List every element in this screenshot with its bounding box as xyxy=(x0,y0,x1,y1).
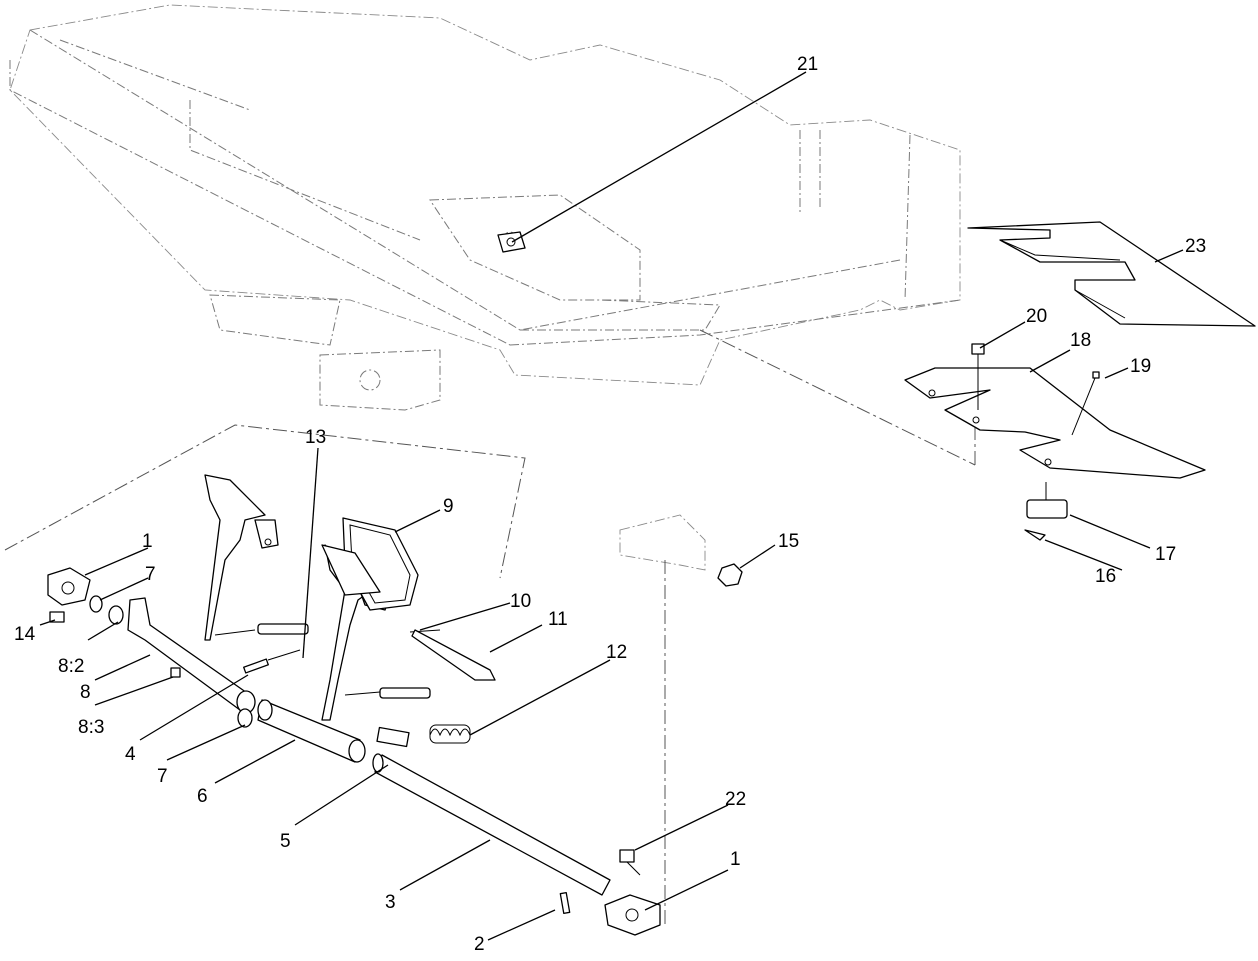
part-12-spring xyxy=(429,724,471,744)
callout-1-right: 1 xyxy=(730,849,741,870)
frame-ghost xyxy=(4,4,976,925)
part-7-washer-center xyxy=(237,708,253,728)
part-11-rod xyxy=(411,629,496,681)
part-21-clip-nut xyxy=(497,231,526,253)
part-2-pin xyxy=(559,891,571,915)
callout-13: 13 xyxy=(305,427,326,448)
part-9-pedal-pad xyxy=(321,517,419,611)
part-3-main-shaft xyxy=(372,753,611,896)
callout-7-center: 7 xyxy=(157,766,168,787)
callout-10: 10 xyxy=(510,591,531,612)
part-16-clip xyxy=(1024,529,1046,541)
part-20-bolt xyxy=(971,343,985,410)
callout-21: 21 xyxy=(797,54,818,75)
callout-8: 8 xyxy=(80,682,91,703)
callout-5: 5 xyxy=(280,831,291,852)
callout-6: 6 xyxy=(197,786,208,807)
callout-2: 2 xyxy=(474,934,485,955)
callout-12: 12 xyxy=(606,642,627,663)
callout-3: 3 xyxy=(385,892,396,913)
callout-9: 9 xyxy=(443,496,454,517)
part-7-washer-left xyxy=(89,595,124,625)
callout-11: 11 xyxy=(548,609,568,630)
part-13-rod xyxy=(214,623,431,699)
part-15-nut xyxy=(717,563,743,587)
part-18-shield xyxy=(904,367,1206,479)
part-19-screw xyxy=(1071,371,1100,436)
callout-20: 20 xyxy=(1026,306,1047,327)
leader-lines xyxy=(39,71,1184,941)
part-8-pedal-shaft xyxy=(127,597,256,714)
callout-16: 16 xyxy=(1095,566,1116,587)
part-5-link xyxy=(376,726,410,748)
callout-8-3: 8:3 xyxy=(78,717,104,738)
callout-23: 23 xyxy=(1185,236,1206,257)
part-8-3-set-screw xyxy=(170,667,181,678)
part-14-bolt xyxy=(49,611,65,623)
callout-15: 15 xyxy=(778,531,799,552)
part-1-bearing-right xyxy=(604,894,661,936)
callout-18: 18 xyxy=(1070,330,1091,351)
callout-19: 19 xyxy=(1130,356,1151,377)
callout-1-left: 1 xyxy=(142,531,153,552)
part-4-pin xyxy=(243,649,301,674)
pedal-left xyxy=(204,474,279,641)
callout-14: 14 xyxy=(14,624,36,645)
callout-17: 17 xyxy=(1155,544,1176,565)
part-23-cover-plate xyxy=(967,221,1256,327)
callout-7-left: 7 xyxy=(145,564,156,585)
part-22-bolt xyxy=(619,849,641,876)
callout-8-2: 8:2 xyxy=(58,656,84,677)
part-6-tube xyxy=(257,699,366,763)
part-17-switch xyxy=(1026,482,1068,519)
callout-labels: 21 23 20 18 19 17 16 15 1 7 14 8:2 8 8:3… xyxy=(14,54,1206,955)
callout-22: 22 xyxy=(725,789,746,810)
part-1-bearing-left xyxy=(47,567,91,606)
callout-4: 4 xyxy=(125,744,136,765)
